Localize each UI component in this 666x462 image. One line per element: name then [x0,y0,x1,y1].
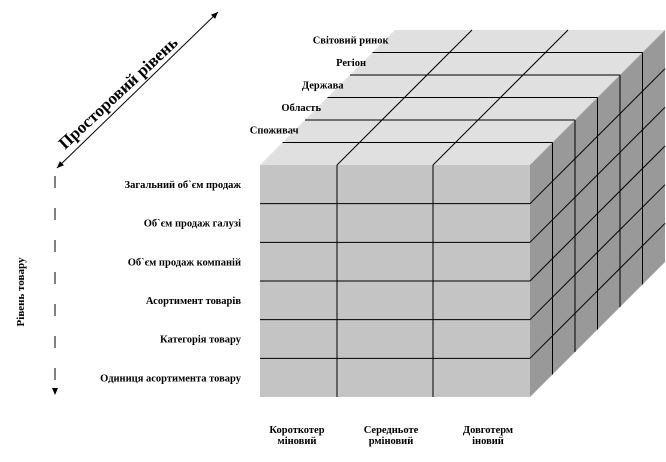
time-horizon-label-line1: Короткотер [269,425,324,436]
product-level-label: Об`єм продаж компаній [128,257,241,268]
product-level-label: Об`єм продаж галузі [144,219,241,230]
time-horizon-label-line2: іновий [472,436,504,447]
spatial-level-label: Регіон [336,58,366,69]
grid-lines [260,29,666,397]
time-horizon-label-line2: рміновий [369,436,414,447]
product-level-label: Одиниця асортимента товару [100,373,242,384]
cube [260,29,666,397]
spatial-level-label: Світовий ринок [313,36,390,47]
time-horizon-label-line1: Довготерм [463,425,513,436]
spatial-level-label: Споживач [250,126,299,137]
product-level-label: Загальний об`єм продаж [125,180,242,191]
product-level-label: Категорія товару [160,335,242,346]
spatial-axis-label: Просторовий рівень [55,33,182,153]
spatial-level-label: Область [281,103,321,114]
spatial-level-label: Держава [302,81,344,92]
time-horizon-label-line1: Середньоте [364,425,419,436]
spatial-level-labels: Споживач Область Держава Регіон Світовий рин… [250,36,390,137]
product-level-label: Асортимент товарів [146,296,241,307]
spatial-axis-arrow [56,11,219,169]
product-axis-label: Рівень товару [15,257,27,326]
time-horizon-label-line2: міновий [278,436,317,447]
